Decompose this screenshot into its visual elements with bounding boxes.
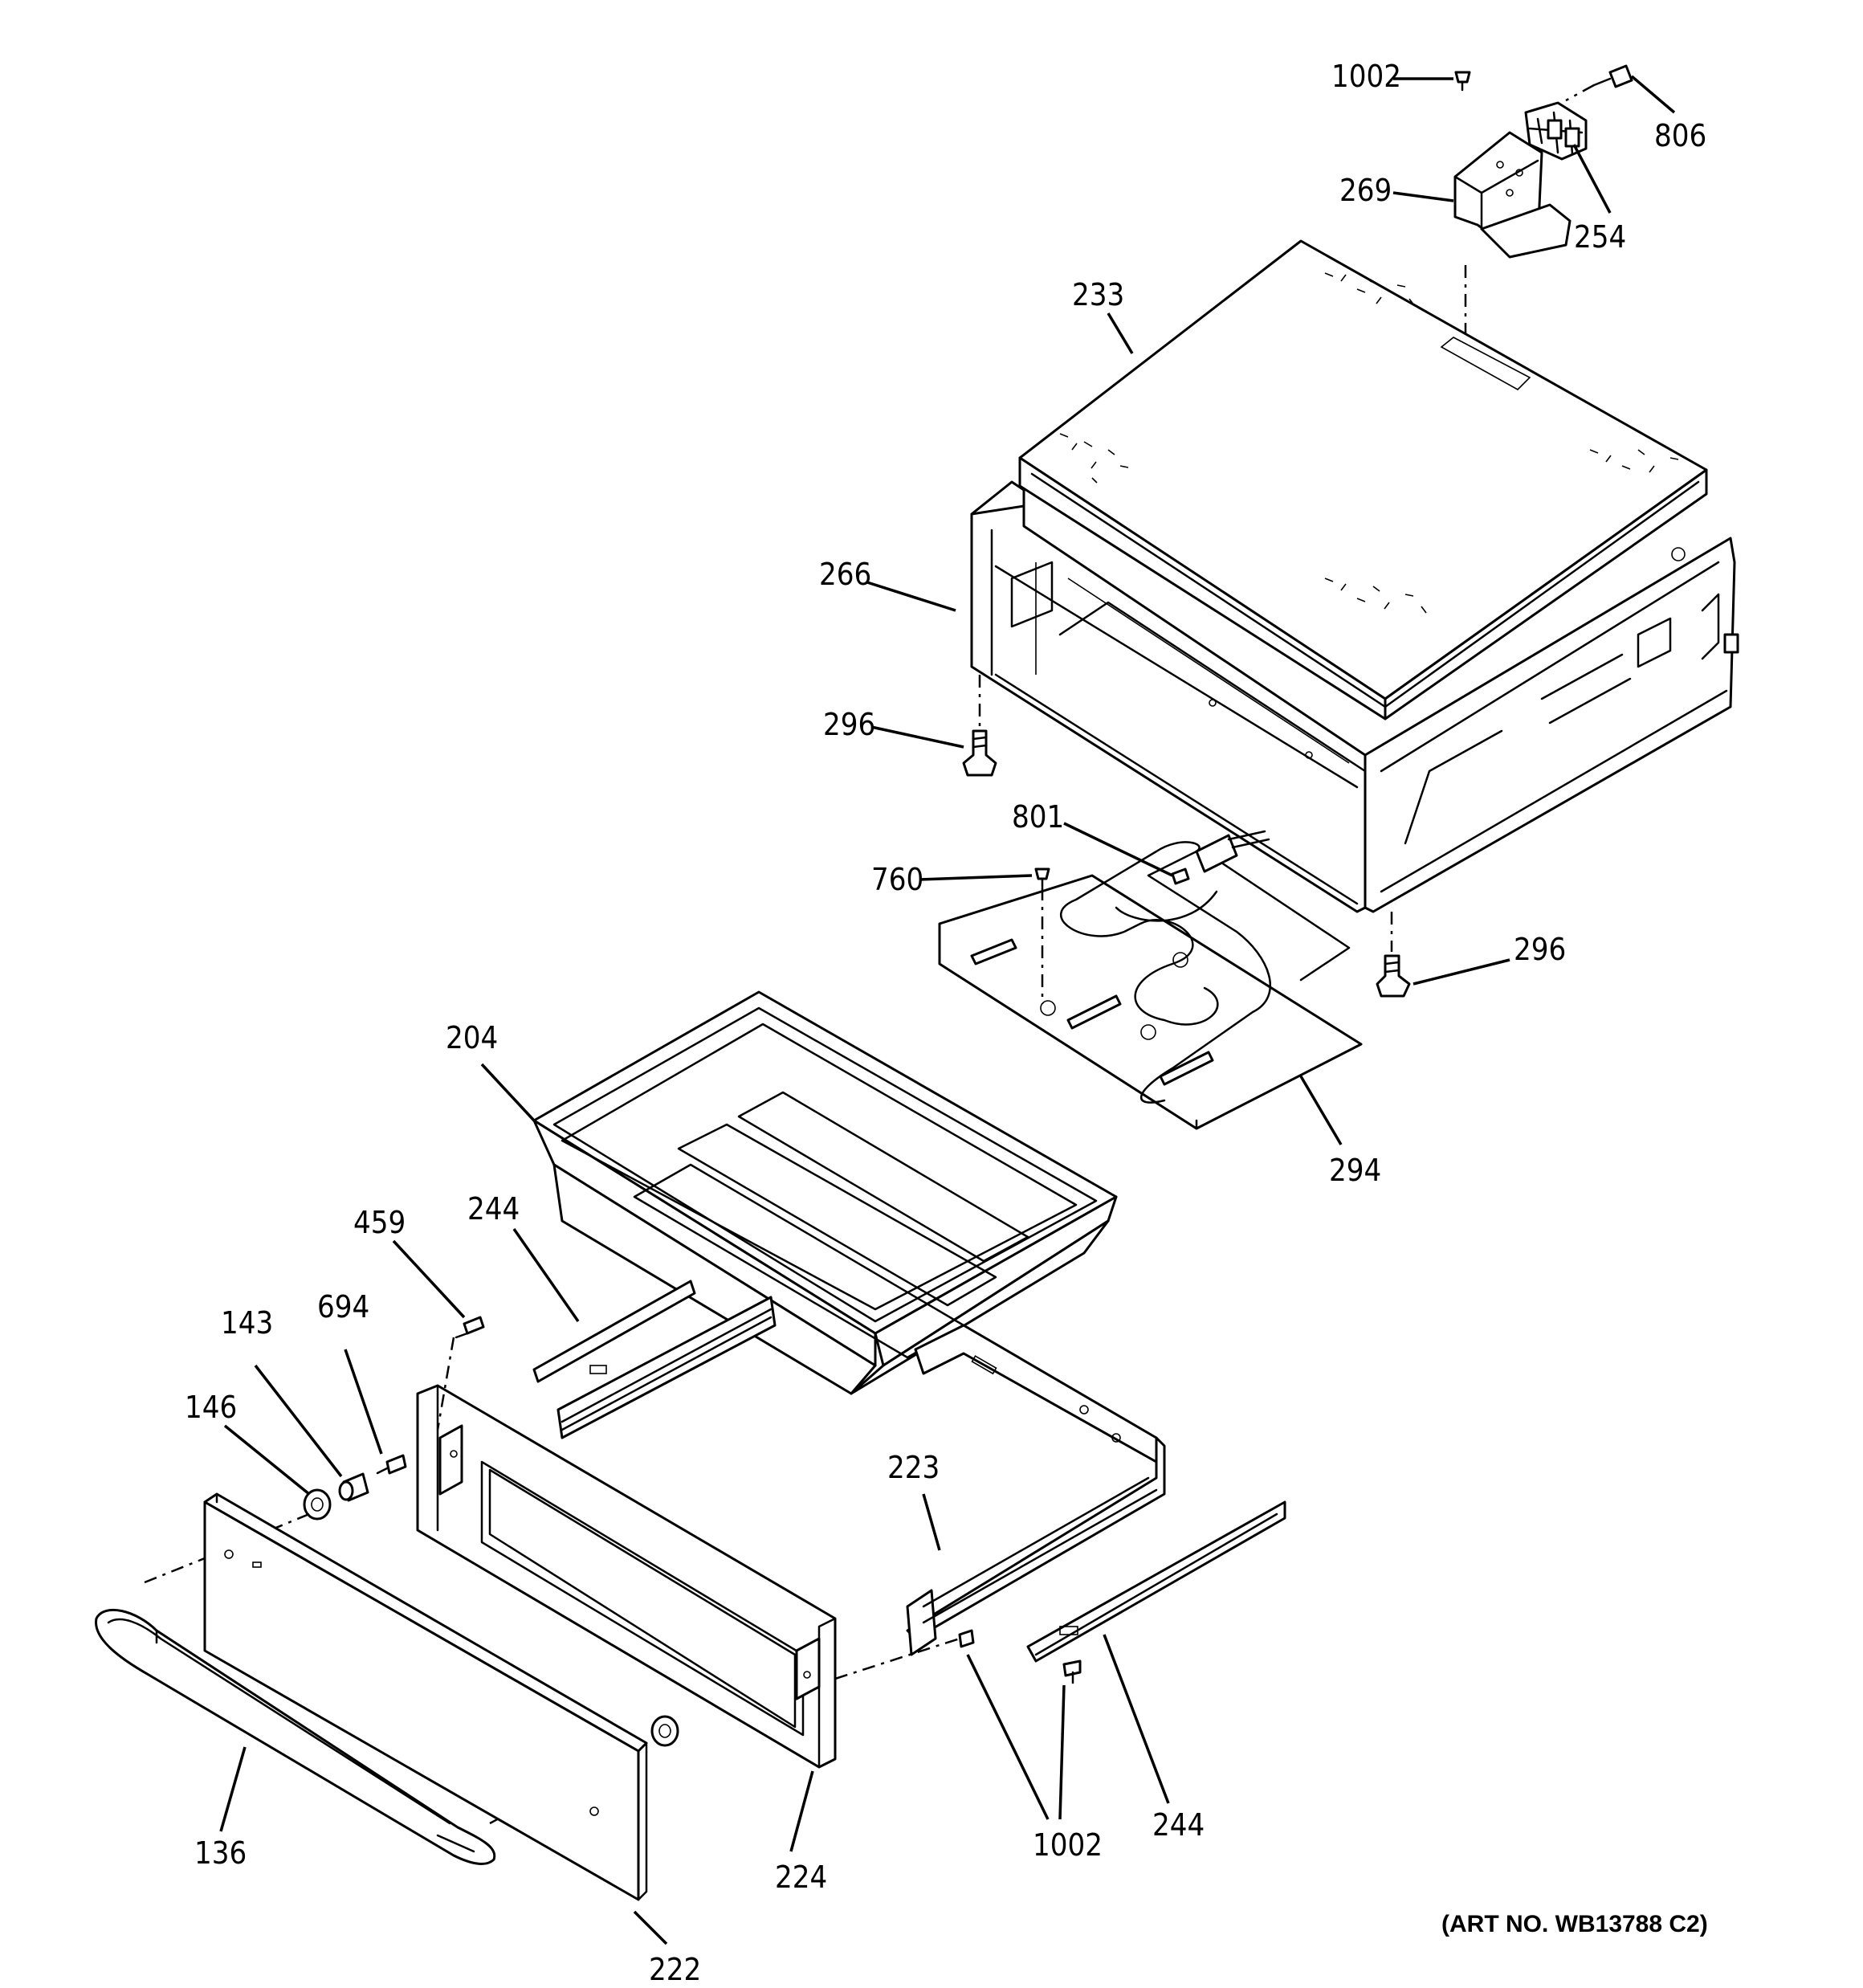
terminal-block-254	[1524, 101, 1588, 161]
callout-806: 806	[1654, 118, 1706, 153]
assembly-line-806	[1565, 84, 1595, 102]
screw-694	[376, 1454, 407, 1475]
callout-136: 136	[194, 1835, 247, 1871]
art-number: (ART NO. WB13788 C2)	[1441, 1911, 1708, 1937]
drawer-side-223	[906, 1324, 1166, 1656]
screw-806	[1592, 64, 1633, 88]
bracket-269	[1453, 131, 1572, 259]
spacer-143	[338, 1472, 369, 1502]
screw-459	[455, 1316, 485, 1339]
washer-146	[303, 1488, 332, 1521]
callout-143: 143	[221, 1305, 273, 1341]
callout-146: 146	[185, 1390, 237, 1425]
assembly-line-224	[834, 1637, 960, 1680]
element-terminals-801	[1195, 830, 1270, 873]
callout-222: 222	[649, 1952, 701, 1987]
leader-lines	[219, 75, 1676, 1945]
screw-760	[1034, 867, 1050, 888]
callout-244-left: 244	[467, 1191, 520, 1227]
housing-frame-266	[970, 480, 1739, 913]
callout-296-right: 296	[1514, 932, 1566, 967]
callout-266: 266	[819, 557, 871, 592]
handle-136	[95, 1608, 496, 1865]
callout-801: 801	[1012, 799, 1064, 835]
callout-296-left: 296	[823, 707, 875, 742]
callout-204: 204	[446, 1020, 498, 1055]
foot-296-left	[962, 729, 997, 777]
callout-294: 294	[1329, 1153, 1381, 1188]
callout-1002-top: 1002	[1331, 59, 1401, 94]
drawer-back-panel-224	[416, 1384, 837, 1769]
callout-459: 459	[353, 1205, 406, 1240]
texture-speckles	[1059, 272, 1679, 614]
callout-244-right: 244	[1152, 1807, 1205, 1843]
callout-269: 269	[1339, 173, 1392, 208]
callout-760: 760	[871, 862, 923, 897]
callout-254: 254	[1574, 219, 1626, 255]
heating-element-294	[938, 841, 1363, 1130]
callout-224: 224	[775, 1859, 827, 1895]
callout-labels: 1002 806 269 254 233 266 296 296 801 760…	[185, 59, 1708, 1987]
foot-296-right	[1376, 954, 1411, 998]
assembly-line-459	[436, 1337, 455, 1431]
screw-801	[1171, 867, 1190, 885]
callout-223: 223	[887, 1450, 940, 1485]
callout-694: 694	[317, 1289, 369, 1325]
drawer-front-222	[203, 1492, 648, 1901]
screw-1002-bottom-right	[1062, 1659, 1082, 1684]
callout-1002-bottom: 1002	[1033, 1827, 1103, 1863]
callout-233: 233	[1072, 277, 1124, 312]
slide-244-right	[1026, 1500, 1286, 1663]
screw-1002-bottom-left	[958, 1629, 975, 1648]
slide-244-left	[532, 1280, 777, 1439]
screw-1002-top	[1454, 71, 1471, 92]
top-panel-233	[1018, 239, 1708, 720]
washer-146-right	[650, 1715, 679, 1747]
